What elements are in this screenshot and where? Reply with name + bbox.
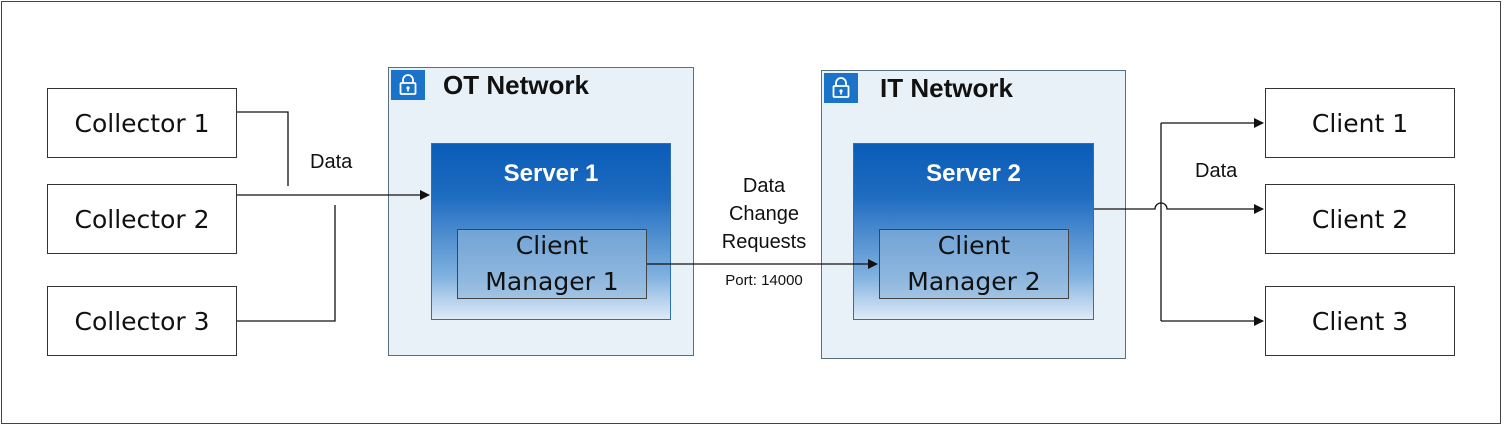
client-3: Client 3 [1265, 286, 1455, 356]
collector-2: Collector 2 [47, 184, 237, 254]
client-manager-2: Client Manager 2 [879, 229, 1069, 299]
client-manager-2-line-2: Manager 2 [907, 267, 1041, 296]
lock-icon [824, 73, 858, 103]
client-manager-1: Client Manager 1 [457, 229, 647, 299]
lock-icon [391, 70, 425, 100]
server-1-title: Server 1 [503, 160, 599, 187]
ot-network-title: OT Network [443, 70, 589, 100]
change-requests-line-1: Data [742, 175, 786, 197]
client-manager-1-line-2: Manager 1 [485, 267, 619, 296]
port-label: Port: 14000 [725, 272, 803, 289]
collector-3: Collector 3 [47, 286, 237, 356]
server-2-output-line [1094, 202, 1264, 214]
change-requests-label: Data Change Requests [714, 172, 814, 256]
client-manager-2-line-1: Client [937, 231, 1011, 260]
collector-3-line [237, 205, 336, 322]
client-1: Client 1 [1265, 88, 1455, 158]
server-2-title: Server 2 [926, 160, 1021, 187]
data-label-left: Data [310, 151, 353, 173]
collector-1: Collector 1 [47, 88, 237, 158]
data-label-right: Data [1195, 160, 1238, 182]
collector-1-line [237, 111, 289, 186]
client-2: Client 2 [1265, 184, 1455, 254]
client-manager-1-line-1: Client [515, 231, 589, 260]
change-requests-line-3: Requests [721, 231, 807, 253]
it-network-title: IT Network [880, 73, 1013, 103]
change-requests-line-2: Change [728, 203, 800, 225]
